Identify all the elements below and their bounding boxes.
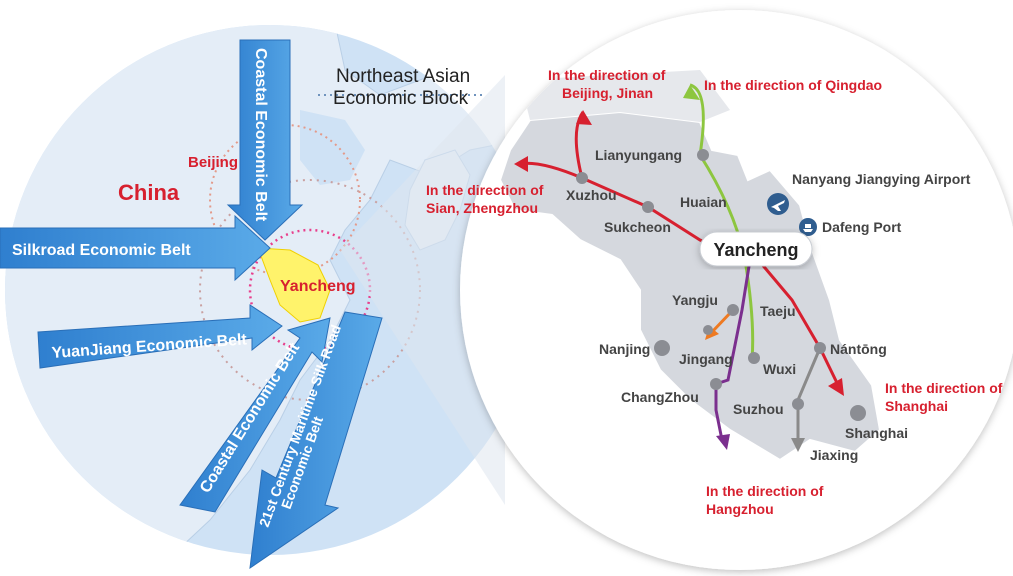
label-lianyungang: Lianyungang (595, 147, 682, 163)
dir-hangzhou-line1: In the direction of (706, 483, 824, 499)
dot-suzhou (792, 398, 804, 410)
beijing-ring (209, 124, 361, 276)
right-detail-map: Yancheng Lianyungang Xuzhou Huaian Sukch… (426, 10, 1013, 570)
route-hangzhou-purple (714, 259, 752, 441)
northern-region (520, 70, 730, 122)
silkroad-arrow: Silkroad Economic Belt (0, 214, 271, 282)
arrow-hangzhou (716, 434, 730, 450)
label-jiaxing: Jiaxing (810, 447, 858, 463)
arrow-jiaxing (791, 438, 805, 452)
dir-beijing-line1: In the direction of (548, 67, 666, 83)
label-jingang: Jingang (679, 351, 733, 367)
china-label: China (118, 180, 180, 205)
coastal-top-label: Coastal Economic Belt (252, 48, 269, 222)
label-shanghai: Shanghai (845, 425, 908, 441)
label-yangju: Yangju (672, 292, 718, 308)
arrow-beijing (576, 110, 592, 125)
dot-xuzhou (576, 172, 588, 184)
dir-qingdao: In the direction of Qingdao (704, 77, 882, 93)
city-markers (576, 149, 866, 421)
yancheng-callout (699, 231, 813, 267)
dir-beijing-line2: Beijing, Jinan (562, 85, 653, 101)
dir-sian-line1: In the direction of (426, 182, 544, 198)
china-landmass (5, 25, 521, 555)
ship-glyph (803, 224, 813, 232)
label-xuzhou: Xuzhou (566, 187, 617, 203)
dot-wuxi (748, 352, 760, 364)
dir-hangzhou-line2: Hangzhou (706, 501, 774, 517)
dot-yangju (727, 304, 739, 316)
label-airport: Nanyang Jiangying Airport (792, 171, 971, 187)
arrow-sian (514, 156, 528, 172)
label-nanjing: Nanjing (599, 341, 650, 357)
dot-sukcheon (642, 201, 654, 213)
arrow-qingdao (683, 85, 700, 100)
block-title-line2: Economic Block (333, 88, 469, 109)
dot-nanjing (654, 340, 670, 356)
yancheng-label-left: Yancheng (280, 278, 356, 295)
yancheng-label-right: Yancheng (713, 240, 798, 260)
label-suzhou: Suzhou (733, 401, 784, 417)
label-taeju: Taeju (760, 303, 796, 319)
zoom-connector (340, 75, 505, 505)
label-nantong: Nántōng (830, 341, 887, 357)
arrow-shanghai (828, 378, 844, 396)
label-port: Dafeng Port (822, 219, 902, 235)
label-sukcheon: Sukcheon (604, 219, 671, 235)
beijing-label: Beijing (188, 154, 238, 171)
dot-nantong (814, 342, 826, 354)
dir-shanghai-line1: In the direction of (885, 380, 1003, 396)
label-huaian: Huaian (680, 194, 727, 210)
dot-changzhou (710, 378, 722, 390)
label-changzhou: ChangZhou (621, 389, 699, 405)
dir-sian-line2: Sian, Zhengzhou (426, 200, 538, 216)
bohai-sea (300, 110, 365, 185)
label-wuxi: Wuxi (763, 361, 796, 377)
silkroad-label: Silkroad Economic Belt (12, 242, 191, 259)
block-title-line1: Northeast Asian (336, 66, 470, 87)
dot-shanghai (850, 405, 866, 421)
dot-jingang (703, 325, 713, 335)
coastal-top-arrow: Coastal Economic Belt (226, 39, 304, 241)
route-qingdao-green (689, 83, 705, 156)
dir-shanghai-line2: Shanghai (885, 398, 948, 414)
yancheng-region-highlight (257, 247, 331, 323)
dot-lianyungang (697, 149, 709, 161)
airplane-glyph (771, 200, 785, 211)
